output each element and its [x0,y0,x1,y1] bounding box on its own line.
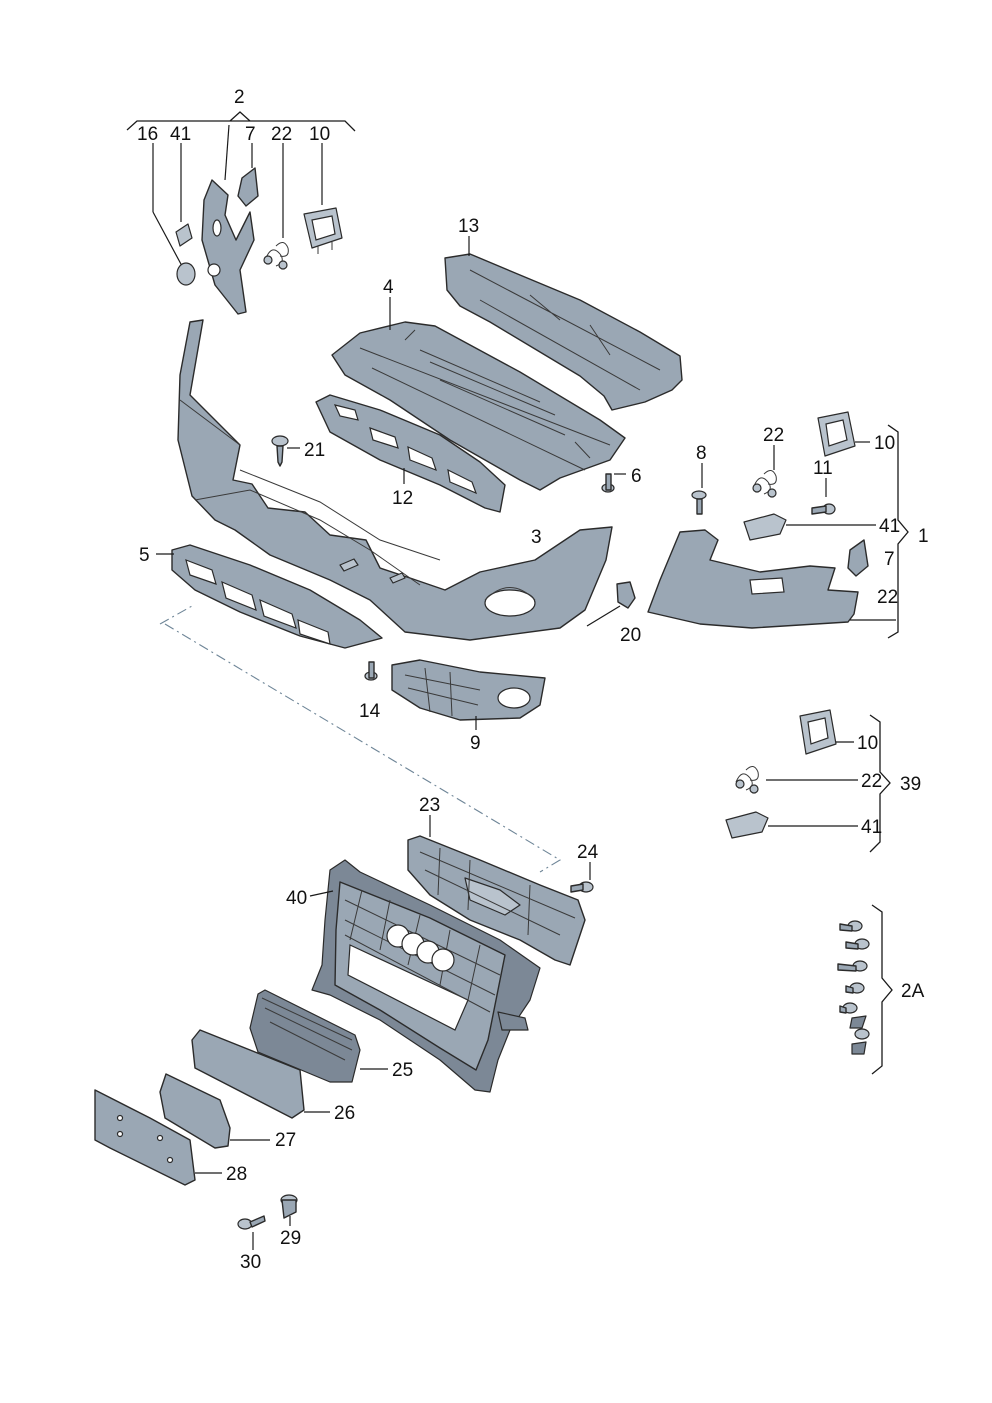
callout-7: 7 [245,124,256,145]
callout-13: 13 [458,216,479,237]
callout-40: 40 [286,888,307,909]
callout-20: 20 [620,625,641,646]
clip-20-part [586,581,636,627]
group-2a-parts [837,904,893,1075]
screw-6-part [601,473,626,493]
callout-4: 4 [383,277,394,298]
bumper-cover-part [177,319,613,641]
spring-clip-22-part [263,242,289,270]
callout-16: 16 [137,124,158,145]
cap-41b-part [743,513,876,541]
bumper-trim-left-part [201,179,255,315]
fastener-21-part [271,435,300,467]
callout-8: 8 [696,443,707,464]
callout-25: 25 [392,1060,413,1081]
screw-30-part [237,1215,266,1250]
sensor-holder-10b-part [817,411,870,457]
group-39-parts [725,709,891,853]
grille-insert-23-part [407,815,586,966]
callout-9: 9 [470,733,481,754]
callout-22: 22 [271,124,292,145]
callout-2: 2 [234,87,245,108]
callout-3: 3 [531,527,542,548]
callout-1: 1 [918,526,929,547]
spring-clip-22b-part [752,445,777,498]
plate-holder-26-part [191,1029,330,1119]
callout-22d: 22 [861,771,882,792]
undertray-4-part [331,297,626,491]
callout-29: 29 [280,1228,301,1249]
radiator-grille-40-part [309,859,541,1093]
screw-24-part [570,862,594,893]
callout-11: 11 [813,458,833,479]
callout-10: 10 [309,124,330,145]
callout-12: 12 [392,488,413,509]
callout-27: 27 [275,1130,296,1151]
cap-16-part [176,262,196,286]
callout-22c: 22 [877,587,898,608]
sensor-holder-10-part [303,207,343,254]
screw-11-part [811,478,836,515]
callout-21: 21 [304,440,325,461]
assembly-line [159,605,562,873]
callout-30: 30 [240,1252,261,1273]
callout-5: 5 [139,545,150,566]
reinforcement-13-part [444,236,683,411]
foglamp-grille-9-part [391,659,546,730]
lower-grille-5-part [156,544,383,649]
bracket-7b-part [847,539,869,577]
callout-2a: 2A [901,981,925,1002]
plate-holder-28-part [94,1089,222,1186]
callout-14: 14 [359,701,381,722]
plate-holder-27-part [159,1073,270,1149]
callout-10b: 10 [874,433,895,454]
callout-41: 41 [170,124,191,145]
nut-29-part [280,1194,298,1226]
callout-41c: 41 [861,817,882,838]
bracket-7-part [237,167,259,207]
callout-22b: 22 [763,425,784,446]
plate-bracket-25-part [249,989,388,1083]
callout-41b: 41 [879,516,900,537]
callout-6: 6 [631,466,642,487]
screw-8-part [691,463,707,515]
group-2-bracket [126,111,356,267]
callout-24: 24 [577,842,599,863]
cap-41-part [175,223,193,247]
callout-28: 28 [226,1164,247,1185]
right-trim-1-part [647,529,859,629]
callout-10c: 10 [857,733,878,754]
grille-12-part [315,394,506,513]
callout-7b: 7 [884,549,895,570]
callout-26: 26 [334,1103,355,1124]
callout-39: 39 [900,774,921,795]
screw-14-part [364,661,378,681]
callout-23: 23 [419,795,440,816]
brace-1 [887,424,909,639]
